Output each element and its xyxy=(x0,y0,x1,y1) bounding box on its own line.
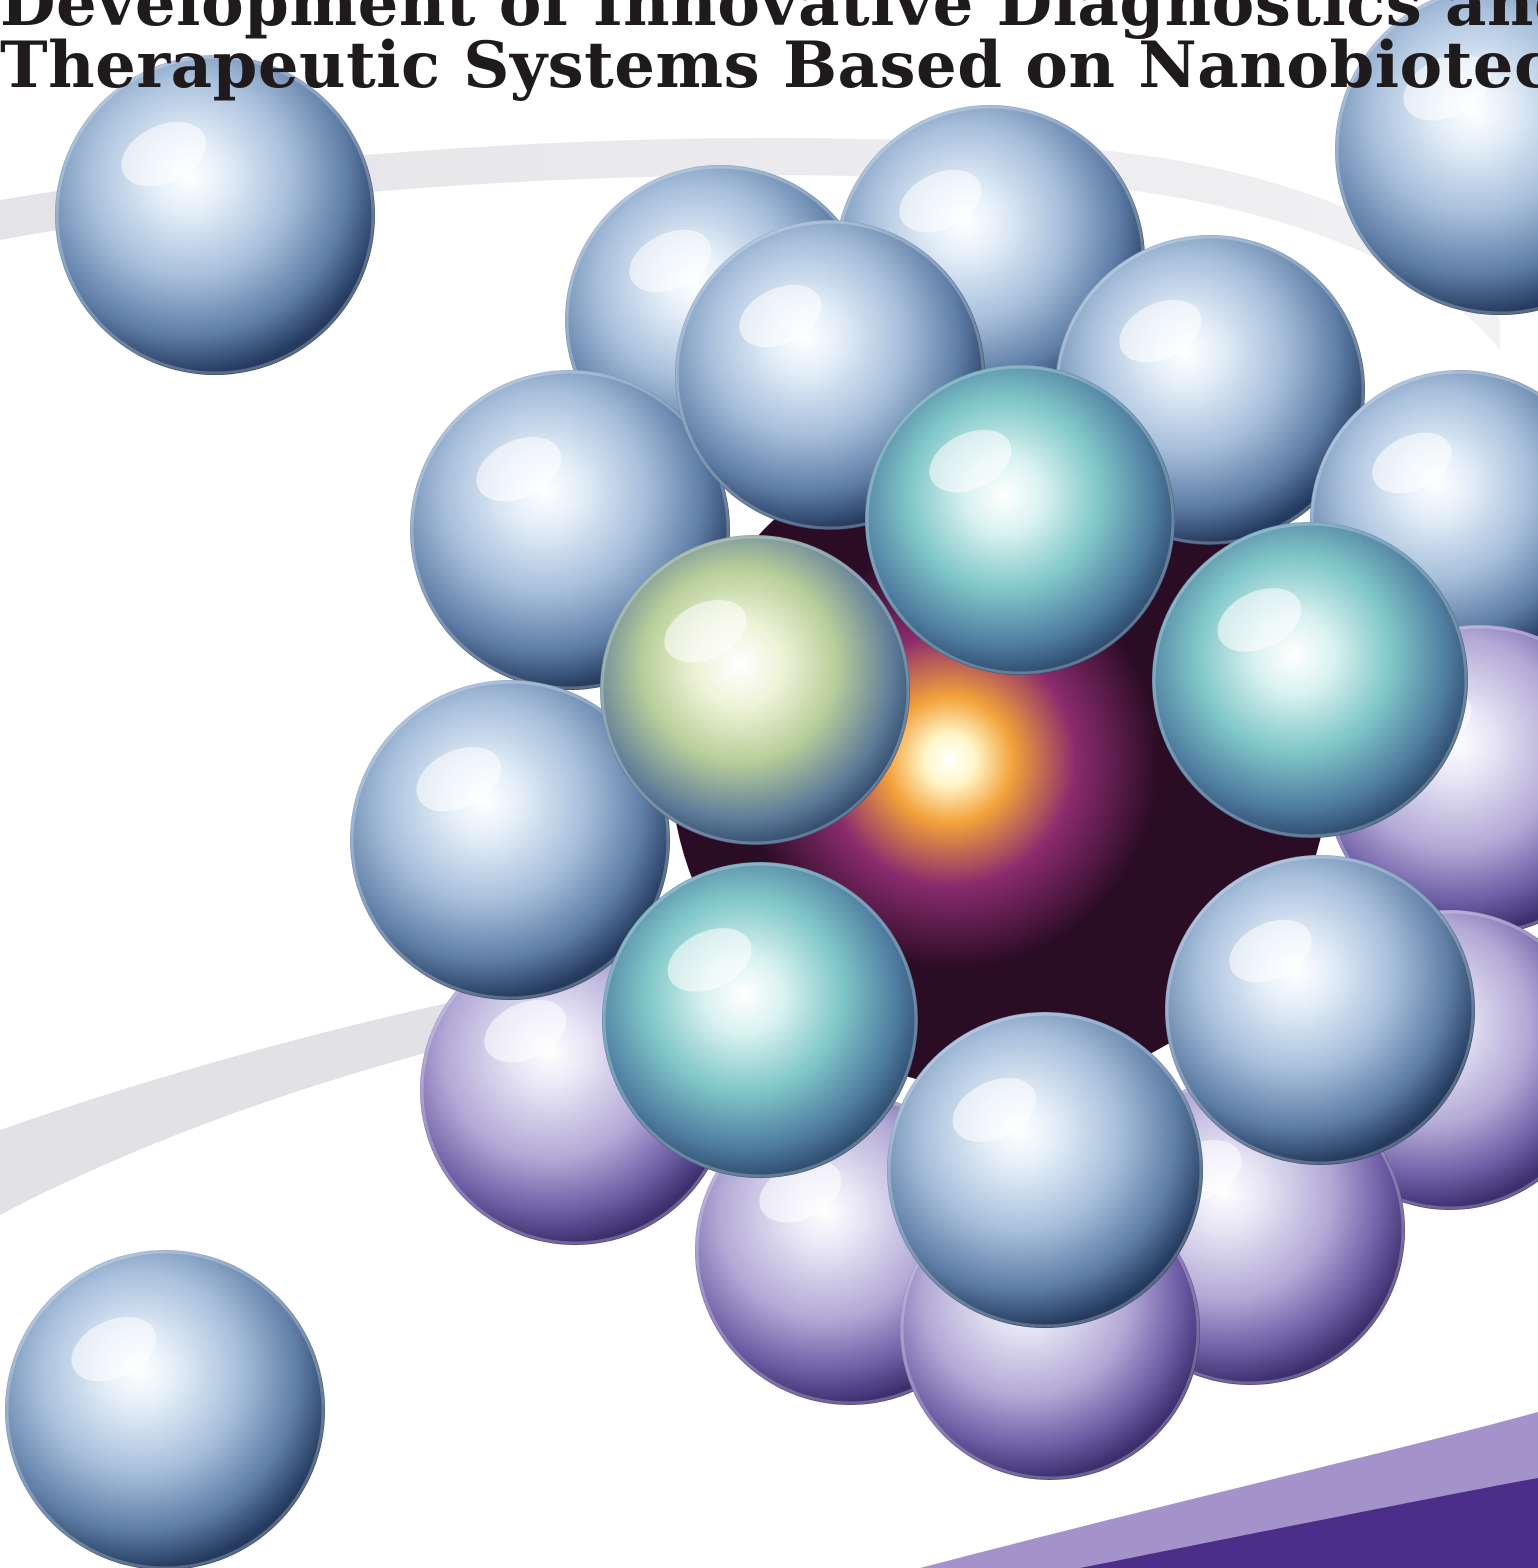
sphere-rim xyxy=(887,1012,1203,1328)
purple-band xyxy=(1080,1478,1538,1568)
sphere-body xyxy=(1152,522,1468,838)
nanoparticle-sphere xyxy=(600,535,910,845)
sphere-rim xyxy=(1152,522,1468,838)
sphere-highlight xyxy=(121,121,207,187)
sphere-rim xyxy=(1335,0,1538,315)
sphere-body xyxy=(55,55,375,375)
nanoparticle-sphere xyxy=(5,1250,325,1568)
sphere-highlight xyxy=(476,436,562,502)
nanoparticle-sphere xyxy=(1165,855,1475,1165)
nanoparticle-sphere xyxy=(865,365,1175,675)
sphere-body xyxy=(5,1250,325,1568)
sphere-rim xyxy=(55,55,375,375)
sphere-highlight xyxy=(484,999,567,1063)
cover-title-line-1: Development of Innovative Diagnostics an… xyxy=(0,0,1538,41)
sphere-highlight xyxy=(629,229,712,293)
upper-swoosh xyxy=(0,138,1500,350)
sphere-rim xyxy=(865,365,1175,675)
sphere-body xyxy=(887,1012,1203,1328)
sphere-body xyxy=(865,365,1175,675)
sphere-highlight xyxy=(1217,588,1302,652)
sphere-highlight xyxy=(739,284,822,348)
nanoparticle-sphere xyxy=(55,55,375,375)
sphere-layer xyxy=(5,0,1538,1568)
sphere-highlight xyxy=(664,599,747,663)
sphere-highlight xyxy=(71,1316,157,1382)
sphere-highlight xyxy=(1229,919,1312,983)
sphere-rim xyxy=(350,680,670,1000)
sphere-rim xyxy=(5,1250,325,1568)
corner-bands xyxy=(920,1412,1538,1568)
sphere-body xyxy=(350,680,670,1000)
nanoparticle-sphere xyxy=(350,680,670,1000)
sphere-highlight xyxy=(1403,54,1491,121)
sphere-highlight xyxy=(1372,432,1452,494)
sphere-body xyxy=(600,535,910,845)
nanoparticle-sphere xyxy=(887,1012,1203,1328)
sphere-rim xyxy=(1165,855,1475,1165)
sphere-highlight xyxy=(416,746,502,812)
sphere-rim xyxy=(410,370,730,690)
sphere-rim xyxy=(600,535,910,845)
nanoparticle-sphere xyxy=(1152,522,1468,838)
cover-title-line-2: Therapeutic Systems Based on Nanobiotech… xyxy=(0,28,1538,103)
sphere-highlight xyxy=(952,1078,1037,1142)
sphere-body xyxy=(1165,855,1475,1165)
sphere-rim xyxy=(602,862,918,1178)
sphere-highlight xyxy=(667,928,752,992)
sphere-highlight xyxy=(1119,299,1202,363)
sphere-highlight xyxy=(929,429,1012,493)
nanoparticle-sphere xyxy=(602,862,918,1178)
sphere-highlight xyxy=(899,169,982,233)
nanoparticle-sphere xyxy=(1335,0,1538,315)
sphere-body xyxy=(602,862,918,1178)
